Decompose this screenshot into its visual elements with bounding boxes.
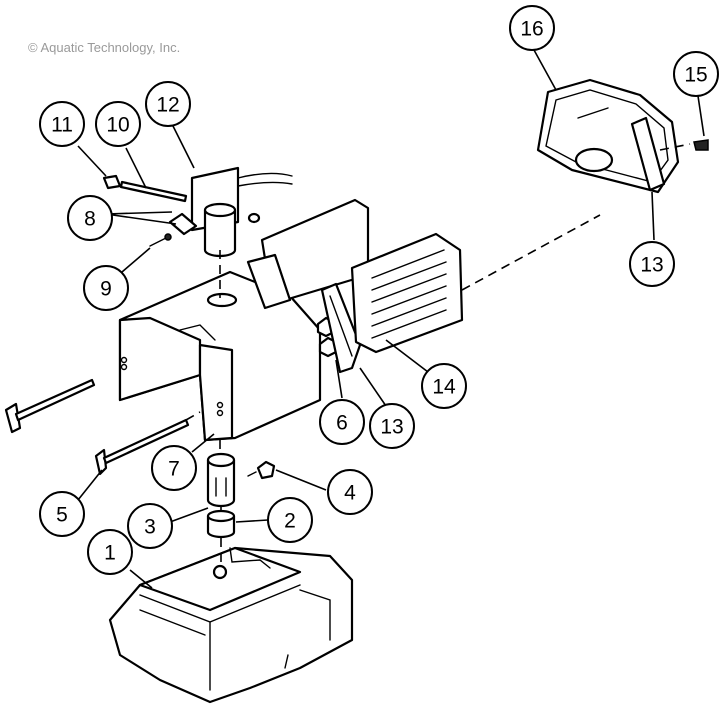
- part-strap-13-left: [320, 282, 362, 374]
- callout-8: 8: [67, 195, 113, 241]
- part-rod-5: [94, 418, 190, 476]
- callout-2: 2: [267, 497, 313, 543]
- part-cap-11: [102, 174, 122, 190]
- part-screw-9: [149, 233, 172, 247]
- svg-text:7: 7: [168, 458, 180, 481]
- assembly-axes: [185, 143, 691, 565]
- part-elbow: [168, 202, 261, 258]
- svg-text:15: 15: [684, 64, 707, 87]
- callout-4: 4: [327, 469, 373, 515]
- copyright-text: © Aquatic Technology, Inc.: [28, 40, 180, 55]
- callout-11: 11: [39, 101, 85, 147]
- svg-text:11: 11: [51, 114, 73, 137]
- svg-text:16: 16: [520, 18, 543, 41]
- part-clip-15: [693, 139, 709, 151]
- svg-text:2: 2: [284, 510, 296, 533]
- callout-7: 7: [151, 445, 197, 491]
- part-bushing: [206, 509, 236, 539]
- svg-text:13: 13: [640, 254, 663, 277]
- svg-text:4: 4: [344, 482, 356, 505]
- svg-text:5: 5: [56, 504, 68, 527]
- svg-text:12: 12: [156, 94, 179, 117]
- callout-1: 1: [87, 529, 133, 575]
- callout-3: 3: [127, 503, 173, 549]
- svg-text:9: 9: [100, 278, 112, 301]
- svg-text:8: 8: [84, 208, 96, 231]
- part-rod-left: [4, 378, 96, 434]
- svg-text:14: 14: [432, 376, 456, 399]
- part-bolt-4: [247, 460, 276, 480]
- callout-13-right: 13: [629, 241, 675, 287]
- svg-text:10: 10: [106, 114, 129, 137]
- callout-9: 9: [83, 265, 129, 311]
- svg-text:6: 6: [336, 412, 348, 435]
- callout-5: 5: [39, 491, 85, 537]
- part-filter-grill: [350, 232, 464, 354]
- part-base-housing: [108, 546, 354, 704]
- callout-14: 14: [421, 363, 467, 409]
- svg-text:13: 13: [380, 416, 403, 439]
- leader-lines: [77, 49, 705, 589]
- part-tube: [206, 452, 236, 508]
- svg-text:3: 3: [144, 516, 156, 539]
- callout-13-left: 13: [369, 403, 415, 449]
- callout-6: 6: [319, 399, 365, 445]
- part-pivot-housing: [118, 270, 322, 442]
- callout-12: 12: [145, 81, 191, 127]
- part-rod-10: [119, 180, 188, 203]
- callout-15: 15: [673, 51, 719, 97]
- callout-16: 16: [509, 5, 555, 51]
- part-upper-cover: [246, 198, 370, 310]
- callout-10: 10: [95, 101, 141, 147]
- svg-text:1: 1: [104, 542, 116, 565]
- part-strap-13-right: [630, 116, 666, 192]
